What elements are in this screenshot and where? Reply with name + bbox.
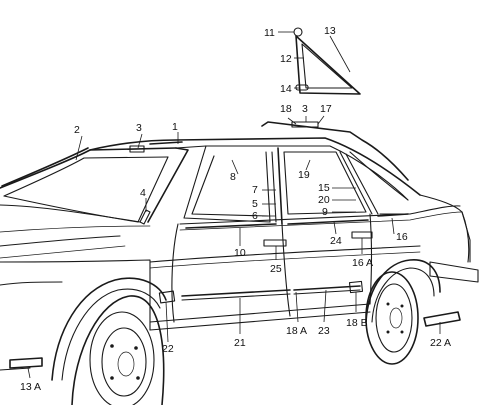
callout-6: 6: [252, 210, 258, 222]
callout-4: 4: [140, 187, 146, 199]
callout-3: 3: [136, 122, 142, 134]
callout-9: 9: [322, 206, 328, 218]
callout-22: 22: [162, 343, 174, 355]
callout-24: 24: [330, 235, 342, 247]
callout-5: 5: [252, 198, 258, 210]
callout-21: 21: [234, 337, 246, 349]
car-body-outline: [0, 137, 479, 405]
callout-7: 7: [252, 184, 258, 196]
callout-19: 19: [298, 169, 310, 181]
callout-1: 1: [172, 121, 178, 133]
callout-25: 25: [270, 263, 282, 275]
callout-18B: 18 B: [346, 317, 368, 329]
leader-lines: [27, 31, 441, 379]
callout-11: 11: [264, 27, 275, 39]
callout-20: 20: [318, 194, 330, 206]
callout-8: 8: [230, 171, 236, 183]
callout-16: 16: [396, 231, 408, 243]
callout-3-upper: 3: [302, 103, 308, 115]
callout-23: 23: [318, 325, 330, 337]
callout-labels: 11 13 12 14 18 3 17 2 3 1 4 8 7 5 6 19 1…: [20, 25, 451, 393]
callout-22A: 22 A: [430, 337, 451, 349]
callout-17: 17: [320, 103, 332, 115]
callout-12: 12: [280, 53, 292, 65]
callout-14: 14: [280, 83, 292, 95]
callout-2: 2: [74, 124, 80, 136]
trim-parts: [1, 27, 461, 369]
callout-18: 18: [280, 103, 292, 115]
callout-13A: 13 A: [20, 381, 41, 393]
callout-16A: 16 A: [352, 257, 373, 269]
callout-10: 10: [234, 247, 246, 259]
callout-15: 15: [318, 182, 330, 194]
callout-18A: 18 A: [286, 325, 307, 337]
callout-13: 13: [324, 25, 336, 37]
